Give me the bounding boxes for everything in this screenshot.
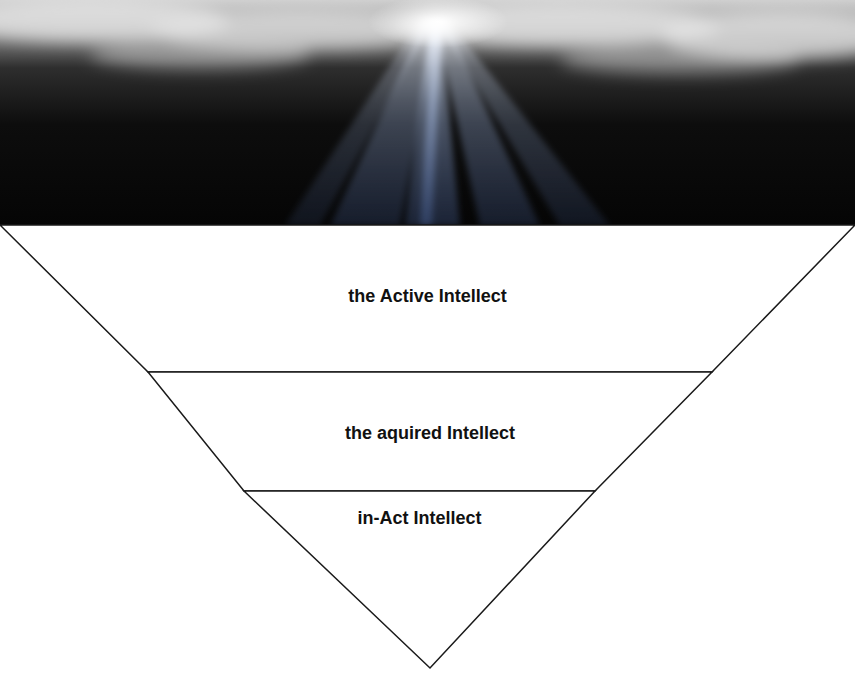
intellect-band: in-Act Intellect (244, 491, 595, 668)
sky-illustration (0, 0, 855, 226)
band-label: the Active Intellect (348, 286, 506, 308)
band-label: in-Act Intellect (357, 508, 481, 530)
band-label: the aquired Intellect (345, 423, 515, 445)
intellect-band: the aquired Intellect (148, 372, 712, 491)
intellect-band: the Active Intellect (0, 225, 855, 372)
